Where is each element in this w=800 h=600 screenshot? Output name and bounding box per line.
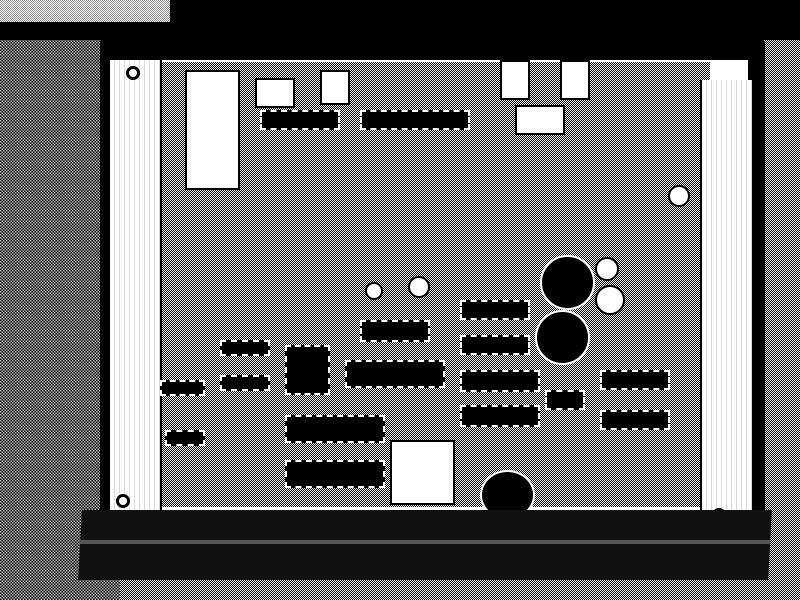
capacitor	[668, 185, 690, 207]
connector	[500, 60, 530, 100]
heatsink	[390, 440, 455, 505]
connector	[320, 70, 350, 105]
ic-chip-square	[285, 345, 330, 395]
ic-chip	[260, 110, 340, 130]
ic-chip	[460, 370, 540, 392]
bezel-edge	[80, 540, 770, 544]
ic-chip	[360, 110, 470, 130]
capacitor	[365, 282, 383, 300]
capacitor-large	[540, 255, 595, 310]
trimmer	[595, 285, 625, 315]
ic-chip	[460, 405, 540, 427]
connector	[560, 60, 590, 100]
ic-chip	[345, 360, 445, 388]
ic-chip	[360, 320, 430, 342]
connector	[255, 78, 295, 108]
ic-chip	[600, 370, 670, 390]
capacitor-large	[535, 310, 590, 365]
screw	[126, 66, 140, 80]
ic-chip	[285, 460, 385, 488]
connector-module	[185, 70, 240, 190]
circuit-board	[150, 62, 710, 507]
capacitor	[408, 276, 430, 298]
ic-chip	[545, 390, 585, 410]
ic-chip	[165, 430, 205, 446]
ic-chip	[160, 380, 205, 396]
component-block	[515, 105, 565, 135]
ic-chip	[460, 300, 530, 320]
ic-chip	[220, 375, 270, 391]
screw	[116, 494, 130, 508]
ic-chip	[285, 415, 385, 443]
case-rail-right	[700, 80, 752, 510]
ic-chip	[460, 335, 530, 355]
capacitor	[595, 257, 619, 281]
ic-chip	[220, 340, 270, 356]
table-top-light-area	[0, 0, 170, 22]
front-bezel	[78, 510, 772, 580]
case-rail-left	[110, 60, 162, 510]
ic-chip	[600, 410, 670, 430]
